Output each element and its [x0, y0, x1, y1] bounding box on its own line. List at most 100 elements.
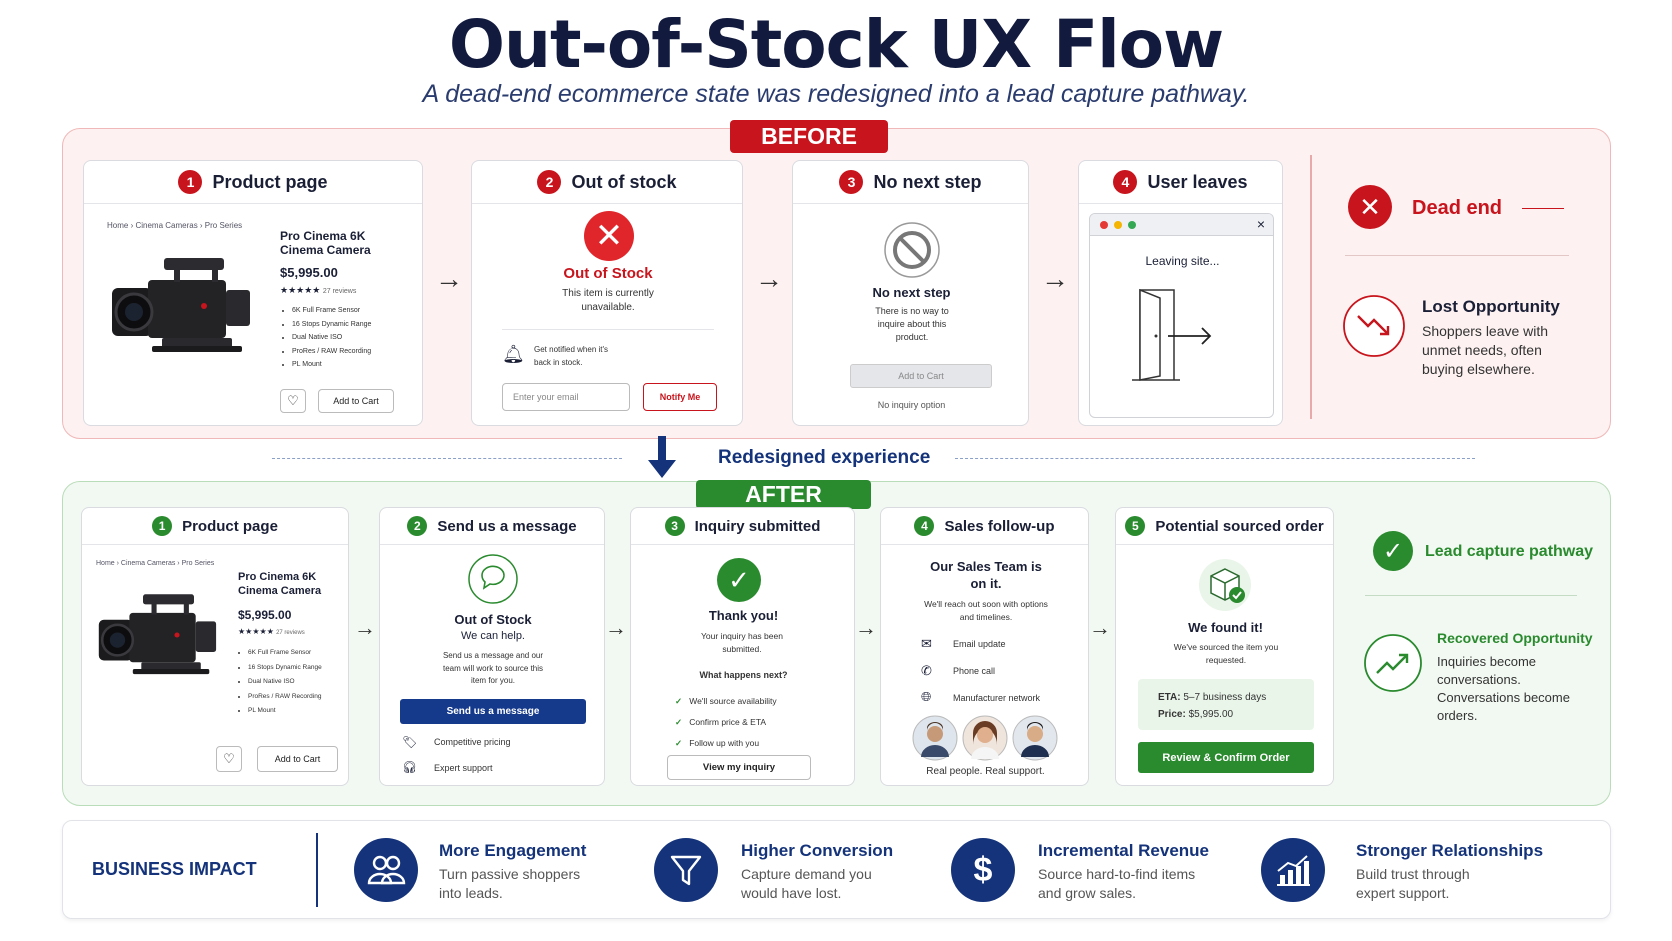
email-input[interactable]: Enter your email	[502, 383, 630, 411]
impact-item-desc: Capture demand you would have lost.	[741, 866, 872, 901]
step-number: 2	[407, 516, 428, 536]
rating-row: ★★★★★ 27 reviews	[280, 285, 356, 296]
step-number: 3	[664, 516, 685, 536]
team-avatars	[912, 715, 1058, 761]
step-text: Follow up with you	[689, 738, 760, 748]
eta-row: ETA: 5–7 business days	[1158, 692, 1267, 703]
before-tag: BEFORE	[730, 120, 888, 153]
trend-up-icon	[1364, 634, 1422, 692]
headset-icon: 🎧︎	[402, 760, 418, 774]
after-submitted-card: 3 Inquiry submitted ✓ Thank you! Your in…	[630, 507, 855, 786]
step-number: 1	[178, 170, 203, 194]
dollar-icon: $	[951, 838, 1015, 902]
add-to-cart-button[interactable]: Add to Cart	[257, 746, 338, 772]
step-number: 1	[152, 516, 173, 536]
followup-title: Our Sales Team is on it.	[930, 559, 1042, 591]
after-product-card: 1 Product page Home › Cinema Cameras › P…	[81, 507, 349, 786]
wishlist-heart-icon[interactable]: ♡	[216, 746, 242, 772]
camera-icon	[98, 594, 217, 675]
channel-item: Phone call	[953, 666, 996, 676]
check-icon: ✓	[675, 717, 683, 727]
exit-door-icon	[1132, 288, 1212, 381]
product-price: $5,995.00	[238, 608, 292, 622]
business-impact-bar: BUSINESS IMPACT More Engagement Turn pas…	[62, 820, 1611, 919]
notify-text: Get notified when it's back in stock.	[534, 345, 609, 367]
product-price: $5,995.00	[280, 265, 338, 280]
impact-item-title: Incremental Revenue	[1038, 841, 1210, 860]
step-number: 2	[537, 170, 562, 194]
card-header: 3 Inquiry submitted	[631, 508, 854, 545]
feature-item: PL Mount	[248, 704, 322, 719]
camera-icon	[112, 258, 250, 352]
prohibited-icon	[884, 222, 940, 278]
dead-end-label: Dead end	[1412, 197, 1503, 219]
send-message-button[interactable]: Send us a message	[400, 699, 586, 724]
before-product-card: 1 Product page Home › Cinema Cameras › P…	[83, 160, 423, 426]
after-followup-card: 4 Sales follow-up Our Sales Team is on i…	[880, 507, 1089, 786]
flow-arrow-icon: →	[855, 615, 877, 640]
impact-item-title: More Engagement	[439, 841, 587, 860]
notify-me-button[interactable]: Notify Me	[643, 383, 717, 411]
dead-end-x-icon: ✕	[1348, 185, 1392, 229]
chart-icon	[1261, 838, 1325, 902]
step-number: 4	[914, 516, 935, 536]
impact-item-title: Stronger Relationships	[1356, 841, 1544, 860]
card-header: 2 Out of stock	[472, 161, 742, 204]
page-title: Out-of-Stock UX Flow	[448, 6, 1224, 83]
funnel-icon	[654, 838, 718, 902]
oos-description: This item is currently unavailable.	[562, 288, 654, 313]
next-step-item: ✓ Follow up with you	[675, 733, 777, 754]
check-icon: ✓	[675, 696, 683, 706]
feature-item: Dual Native ISO	[292, 331, 371, 345]
view-inquiry-button[interactable]: View my inquiry	[667, 755, 811, 780]
next-step-item: ✓ We'll source availability	[675, 691, 777, 712]
before-oos-card: 2 Out of stock ✕ Out of Stock This item …	[471, 160, 743, 426]
star-rating: ★★★★★	[280, 285, 321, 295]
phone-icon: ✆	[921, 663, 932, 678]
review-confirm-order-button[interactable]: Review & Confirm Order	[1138, 742, 1314, 773]
mail-icon: ✉︎	[921, 636, 932, 651]
step-number: 3	[839, 170, 864, 194]
page-subtitle: A dead-end ecommerce state was redesigne…	[422, 80, 1250, 108]
followup-description: We'll reach out soon with options and ti…	[924, 599, 1048, 622]
trend-down-icon	[1343, 295, 1405, 357]
feature-item: 6K Full Frame Sensor	[292, 304, 371, 318]
flow-arrow-icon: →	[354, 615, 376, 640]
next-step-item: ✓ Confirm price & ETA	[675, 712, 777, 733]
error-x-icon: ✕	[584, 211, 634, 261]
lead-capture-label: Lead capture pathway	[1425, 543, 1594, 560]
lead-check-icon: ✓	[1373, 531, 1413, 571]
review-count: 27 reviews	[322, 288, 357, 295]
step-text: We'll source availability	[689, 696, 777, 706]
flow-arrow-icon: →	[605, 615, 627, 640]
message-help: We can help.	[460, 630, 525, 642]
flow-arrow-icon: →	[755, 263, 783, 294]
wishlist-heart-icon[interactable]: ♡	[280, 389, 306, 413]
close-icon[interactable]: ×	[1256, 216, 1265, 232]
card-title: Out of stock	[571, 171, 677, 192]
add-to-cart-button[interactable]: Add to Cart	[318, 389, 394, 413]
impact-item-title: Higher Conversion	[741, 841, 894, 860]
card-header: 2 Send us a message	[380, 508, 604, 545]
transition-label: Redesigned experience	[718, 447, 931, 468]
window-dot-icon	[1100, 221, 1108, 229]
flow-arrow-icon: →	[1089, 615, 1111, 640]
star-rating: ★★★★★	[238, 627, 274, 636]
window-dot-icon	[1114, 221, 1122, 229]
breadcrumb[interactable]: Home › Cinema Cameras › Pro Series	[96, 560, 215, 567]
before-no-next-card: 3 No next step No next step There is no …	[792, 160, 1029, 426]
feature-item: 16 Stops Dynamic Range	[248, 661, 322, 676]
after-tag: AFTER	[696, 480, 871, 509]
no-next-description: There is no way to inquire about this pr…	[875, 306, 949, 342]
next-steps-list: ✓ We'll source availability ✓ Confirm pr…	[675, 691, 777, 754]
impact-item-desc: Turn passive shoppers into leads.	[439, 866, 581, 901]
lost-opportunity-title: Lost Opportunity	[1422, 297, 1560, 316]
perk-item: Competitive pricing	[434, 737, 511, 747]
breadcrumb[interactable]: Home › Cinema Cameras › Pro Series	[107, 221, 243, 230]
after-message-card: 2 Send us a message Out of Stock We can …	[379, 507, 605, 786]
after-order-card: 5 Potential sourced order We found it! W…	[1115, 507, 1334, 786]
feature-item: 6K Full Frame Sensor	[248, 646, 322, 661]
card-title: Product page	[182, 517, 278, 535]
eta-price-box: ETA: 5–7 business days Price: $5,995.00	[1138, 679, 1314, 730]
feature-list: 6K Full Frame Sensor 16 Stops Dynamic Ra…	[248, 646, 322, 719]
